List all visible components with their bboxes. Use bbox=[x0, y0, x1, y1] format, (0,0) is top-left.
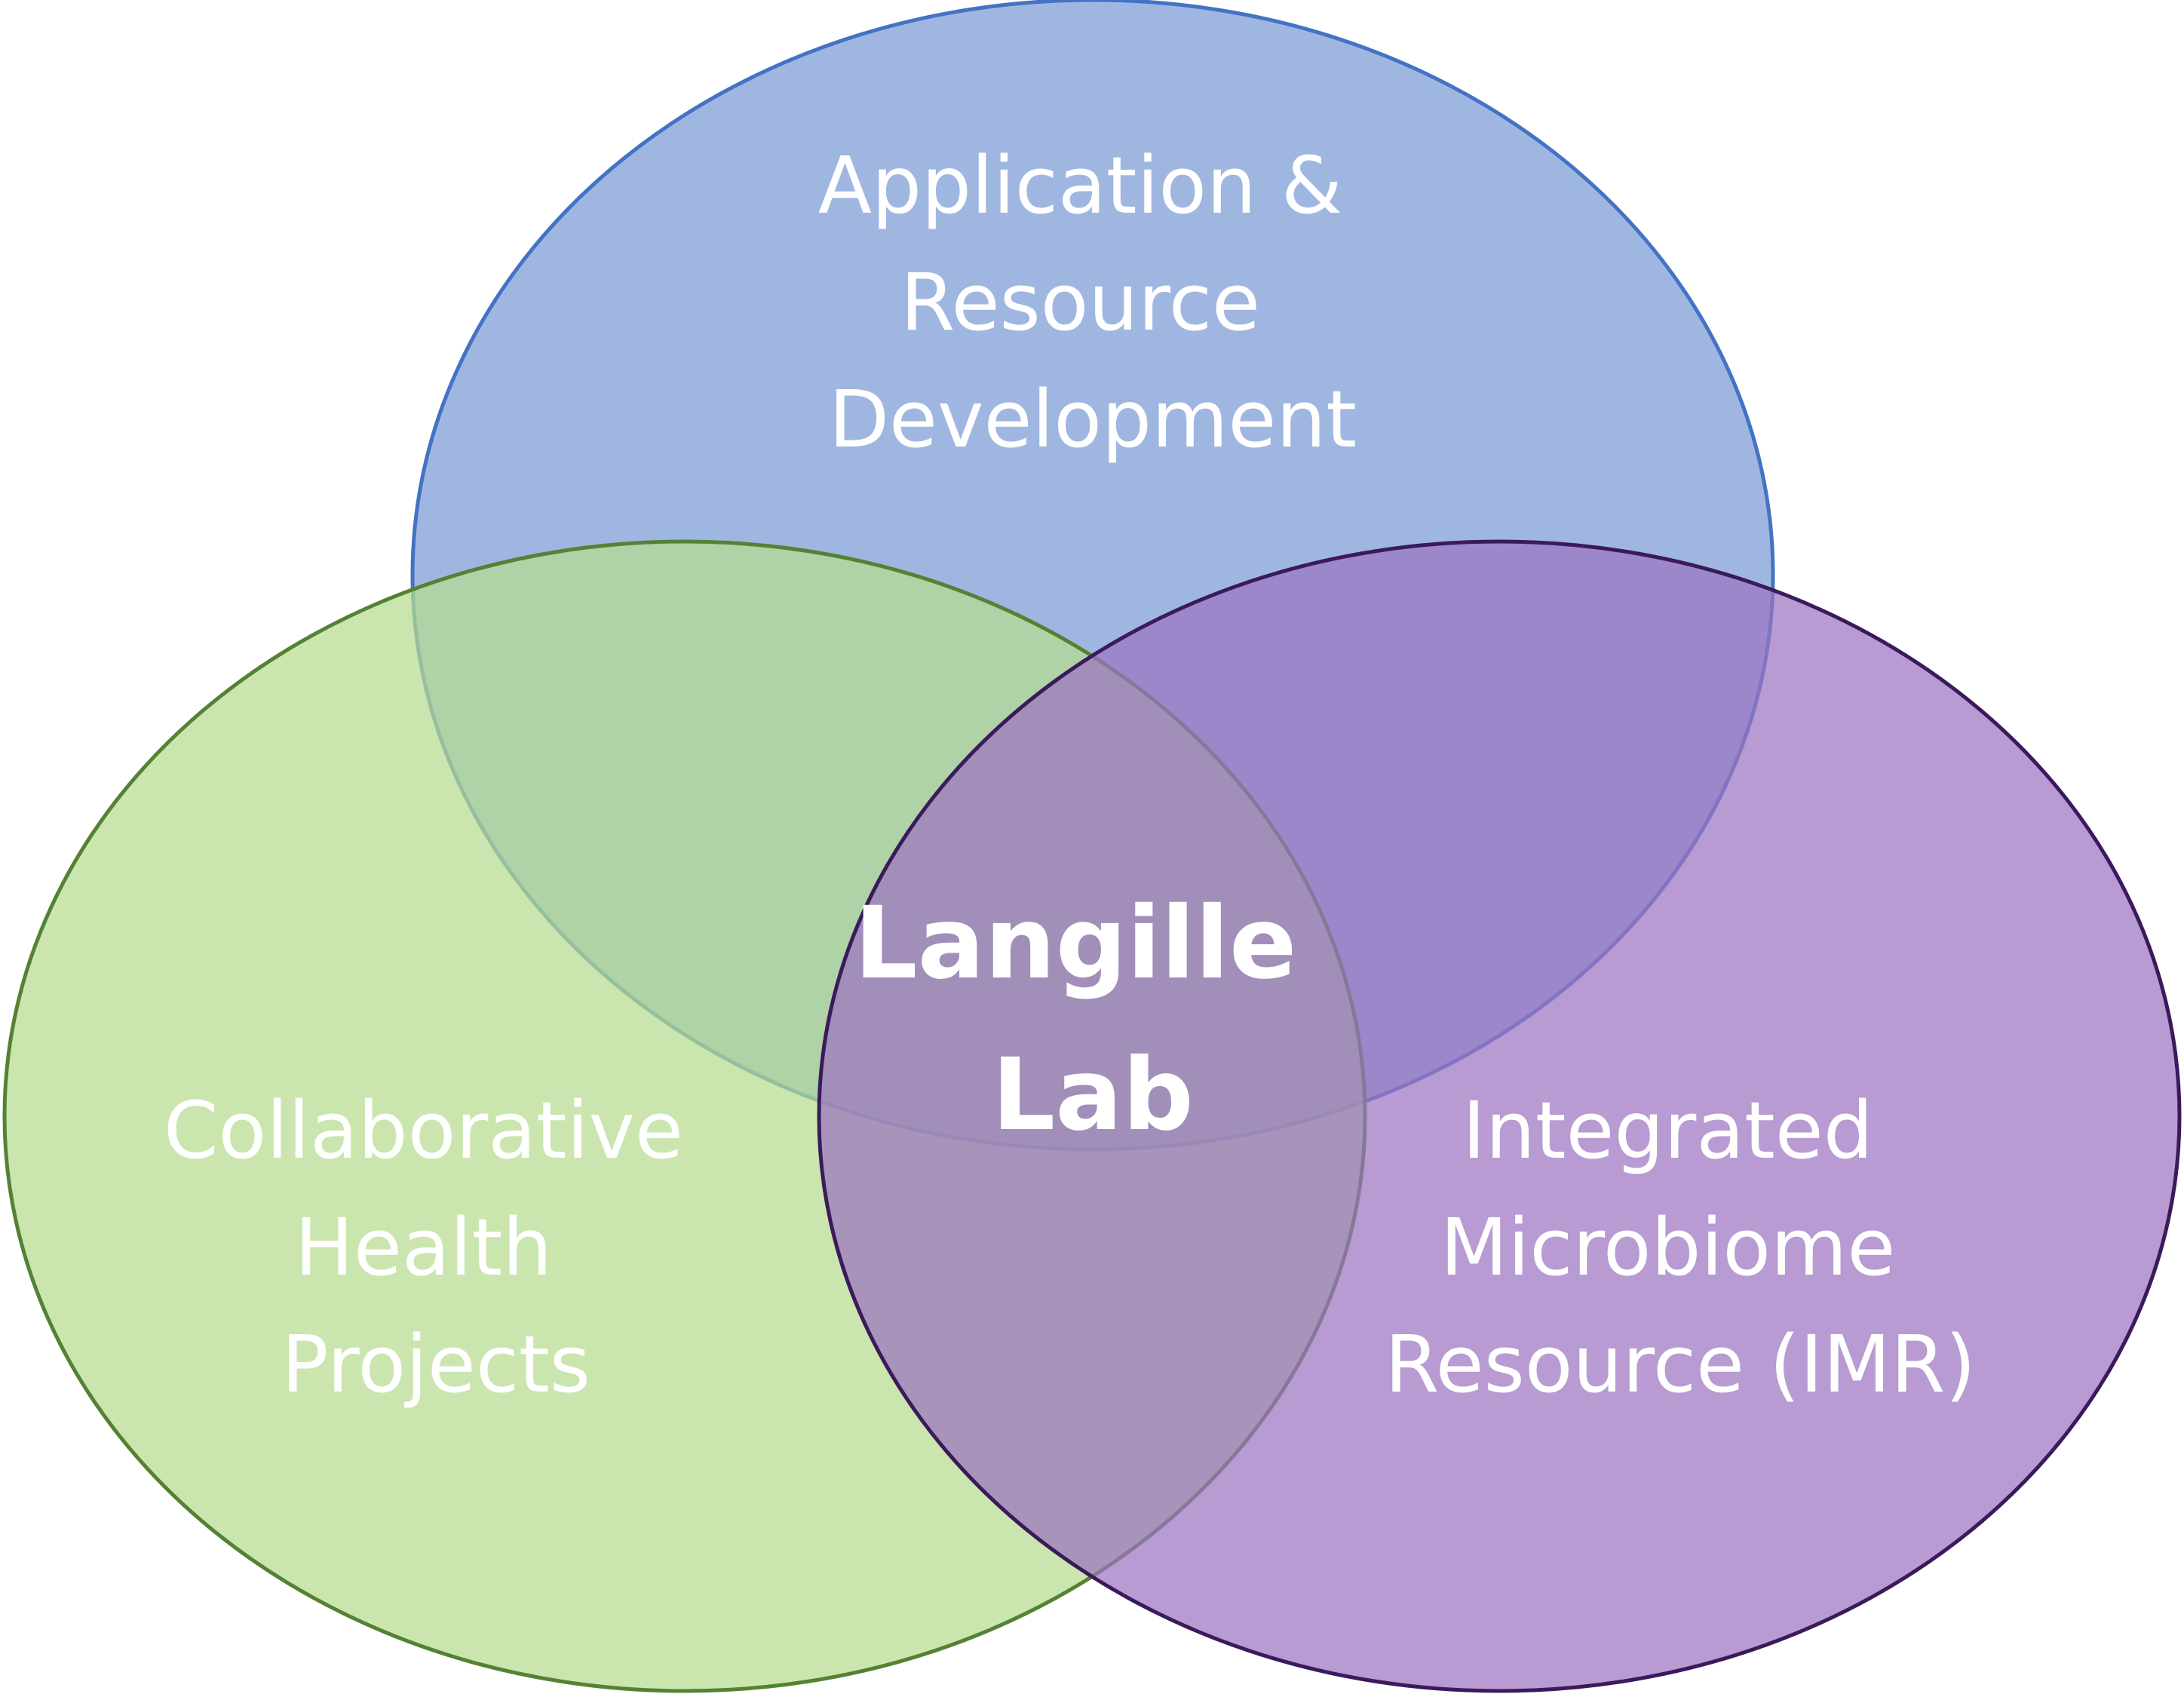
center-label-langille-lab: Langille Lab bbox=[854, 885, 1332, 1153]
venn-circle-right bbox=[817, 539, 2182, 1693]
label-application-resource-development: Application & Resource Development bbox=[818, 140, 1367, 465]
label-integrated-microbiome-resource: Integrated Microbiome Resource (IMR) bbox=[1385, 1085, 1976, 1410]
label-collaborative-health-projects: Collaborative Health Projects bbox=[164, 1085, 708, 1410]
